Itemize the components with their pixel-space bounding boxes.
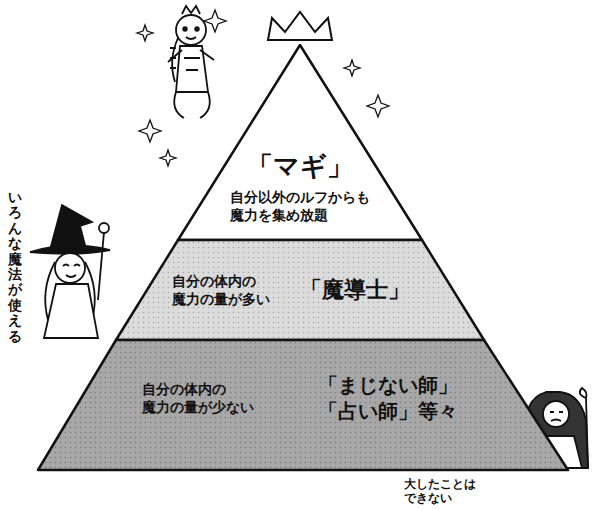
rank-description: 自分の体内の 魔力の量が多い bbox=[172, 272, 270, 308]
rank-description: 自分以外のルフからも 魔力を集め放題 bbox=[230, 188, 370, 224]
rank-name: 「まじない師」 「占い師」等々 bbox=[318, 372, 458, 424]
witch-caption: いろんな魔法が使える bbox=[8, 190, 22, 344]
rank-name: 「魔導士」 bbox=[300, 276, 410, 305]
band-shape bbox=[178, 45, 422, 240]
magi-figure bbox=[168, 6, 214, 118]
band-shape bbox=[38, 340, 568, 470]
crown bbox=[268, 12, 332, 40]
rank-description: 自分の体内の 魔力の量が少ない bbox=[142, 380, 254, 416]
pyramid-band: 自分の体内の 魔力の量が少ない 「まじない師」 「占い師」等々 bbox=[38, 340, 568, 470]
witch-figure bbox=[30, 205, 110, 338]
fortune-teller-caption: 大したことはできない bbox=[404, 478, 476, 506]
rank-name: 「マギ」 bbox=[247, 150, 353, 184]
pyramid-band: 「マギ」自分以外のルフからも 魔力を集め放題 bbox=[178, 45, 422, 240]
pyramid-band: 自分の体内の 魔力の量が多い 「魔導士」 bbox=[116, 240, 484, 340]
band-outline bbox=[38, 340, 568, 470]
band-shape bbox=[116, 240, 484, 340]
